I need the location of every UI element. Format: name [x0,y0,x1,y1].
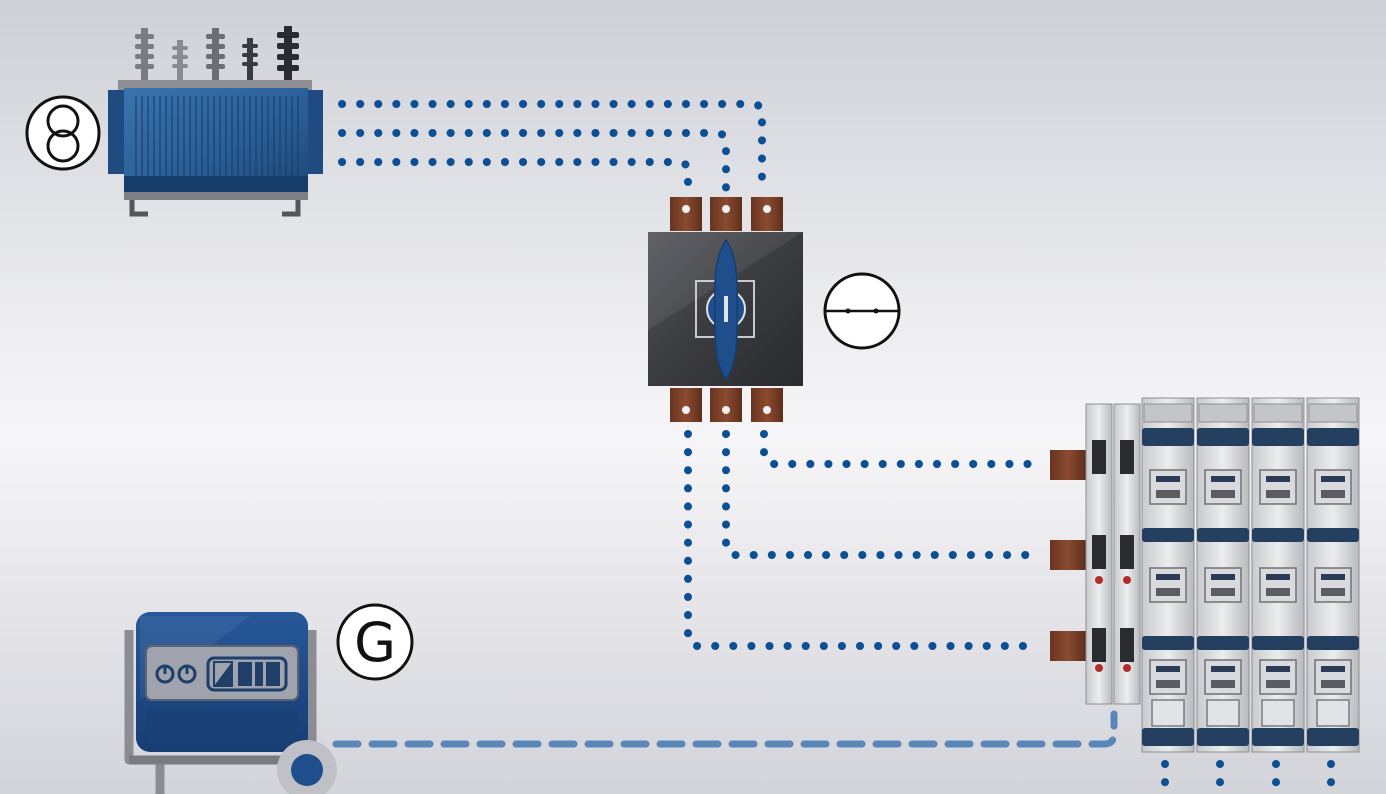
transformer-radiator-left [108,90,128,174]
cable-transformer-to-switch [338,100,766,194]
fuse-strip [1141,397,1195,753]
switch-top-terminals [670,197,783,231]
cable-phase-2 [338,129,730,192]
switch-symbol-icon [823,272,901,350]
load-break-switch[interactable] [648,197,803,422]
fuse-strip [1196,397,1250,753]
cable-panel-outputs [1161,760,1335,794]
panel-rails [1085,403,1141,705]
fuse-strip [1251,397,1305,753]
generator-symbol-letter: G [354,611,396,674]
transformer-fins [135,96,299,176]
cable-out-phase-3 [684,430,1040,650]
cable-out-phase-1 [760,430,1040,468]
busbar-terminal-l1 [1050,450,1086,480]
cable-out-phase-2 [722,430,1040,559]
busbar-terminal-l2 [1050,540,1086,570]
busbar-terminal-l3 [1050,631,1086,661]
transformer-bushings [135,26,299,84]
cable-generator-to-panel [332,710,1118,748]
cable-phase-1 [338,100,766,192]
transformer-symbol-icon [25,95,101,171]
generator-symbol-icon: G [336,603,414,681]
generator-gauges-icon [155,664,197,684]
fuse-strip [1306,397,1360,753]
distribution-panel [1050,397,1360,753]
transformer [108,26,323,217]
fuse-strips [1141,397,1360,753]
cable-switch-to-panel [684,430,1040,650]
switch-bottom-terminals [670,388,783,422]
cable-phase-3 [338,158,692,194]
generator [124,612,337,794]
